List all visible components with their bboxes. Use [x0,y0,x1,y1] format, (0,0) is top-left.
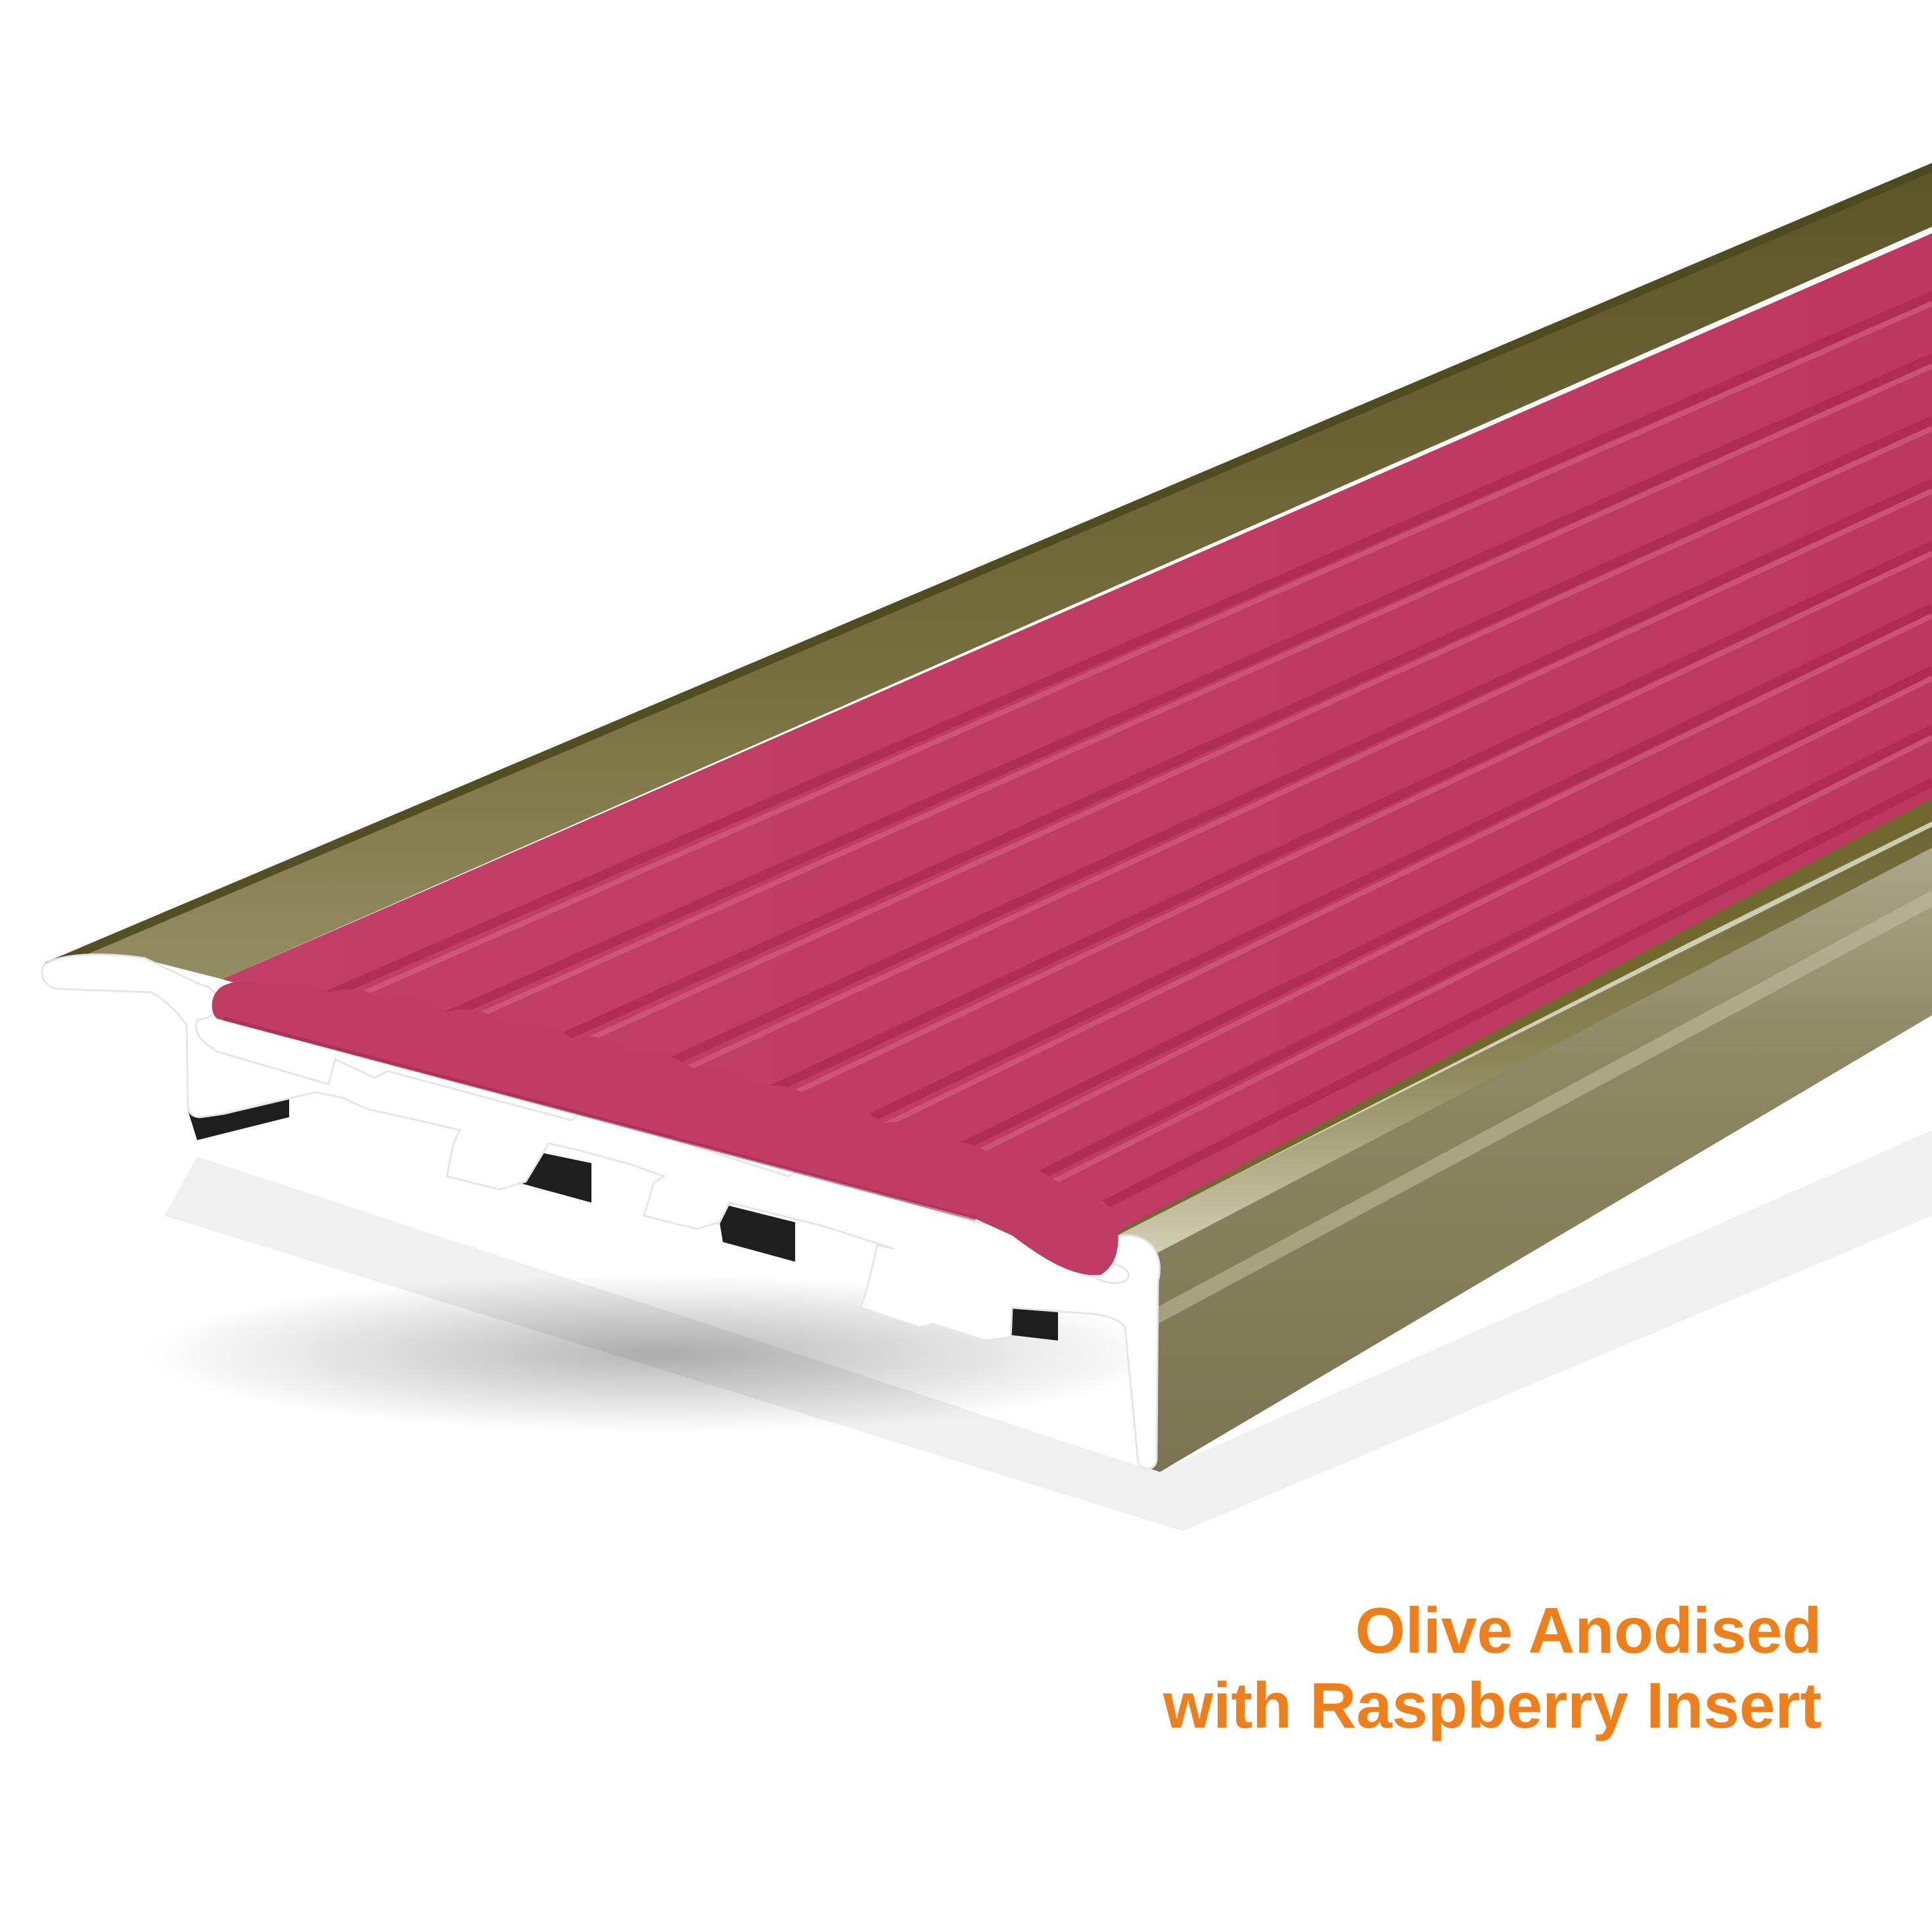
front-face [1140,838,1932,1472]
caption-line-finish: Olive Anodised [1355,1594,1822,1667]
back-olive-strip [45,163,1932,979]
insert-cross-section [212,981,1118,1276]
raspberry-insert [222,233,1932,1239]
product-caption: Olive Anodised with Raspberry Insert [1163,1593,1822,1743]
caption-line-insert: with Raspberry Insert [1162,1669,1822,1741]
insert-ribs [287,291,1932,1239]
profile-cross-section [41,954,1161,1470]
